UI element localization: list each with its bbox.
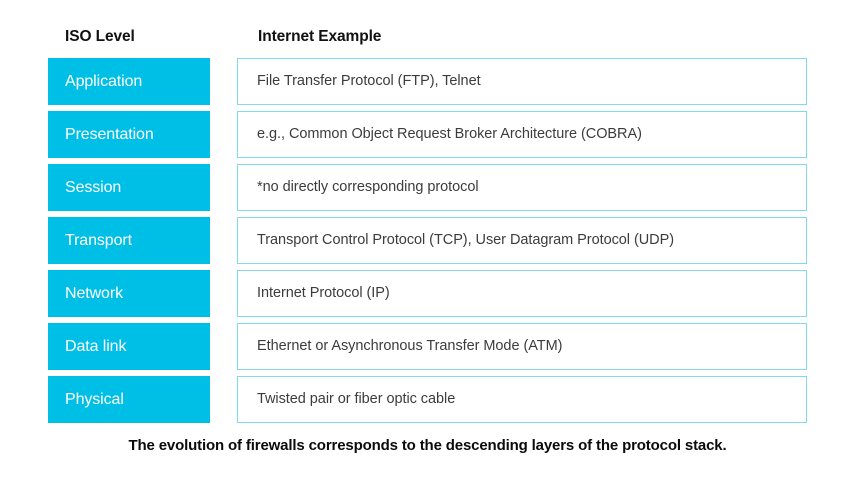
example-label: Internet Protocol (IP) — [257, 285, 390, 302]
layer-label: Data link — [65, 337, 127, 355]
example-label: e.g., Common Object Request Broker Archi… — [257, 126, 642, 143]
layer-label: Transport — [65, 231, 132, 249]
example-box-physical[interactable]: Twisted pair or fiber optic cable — [237, 376, 807, 423]
example-box-network[interactable]: Internet Protocol (IP) — [237, 270, 807, 317]
layer-box-application[interactable]: Application — [48, 58, 210, 105]
layer-box-session[interactable]: Session — [48, 164, 210, 211]
layer-label: Presentation — [65, 125, 154, 143]
layer-box-network[interactable]: Network — [48, 270, 210, 317]
layer-label: Physical — [65, 390, 124, 408]
table-row: Physical Twisted pair or fiber optic cab… — [0, 376, 868, 423]
diagram-caption: The evolution of firewalls corresponds t… — [128, 437, 727, 454]
example-label: *no directly corresponding protocol — [257, 179, 479, 196]
example-label: Transport Control Protocol (TCP), User D… — [257, 232, 674, 249]
layer-label: Session — [65, 178, 122, 196]
layer-box-data-link[interactable]: Data link — [48, 323, 210, 370]
table-row: Application File Transfer Protocol (FTP)… — [0, 58, 868, 105]
example-label: Twisted pair or fiber optic cable — [257, 391, 456, 408]
example-box-presentation[interactable]: e.g., Common Object Request Broker Archi… — [237, 111, 807, 158]
example-label: File Transfer Protocol (FTP), Telnet — [257, 73, 481, 90]
table-row: Data link Ethernet or Asynchronous Trans… — [0, 323, 868, 370]
table-row: Network Internet Protocol (IP) — [0, 270, 868, 317]
column-headers: ISO Level Internet Example — [0, 28, 868, 52]
layer-label: Application — [65, 72, 143, 90]
example-box-data-link[interactable]: Ethernet or Asynchronous Transfer Mode (… — [237, 323, 807, 370]
column-header-iso-level: ISO Level — [65, 28, 135, 45]
layer-box-physical[interactable]: Physical — [48, 376, 210, 423]
layer-box-presentation[interactable]: Presentation — [48, 111, 210, 158]
layer-rows: Application File Transfer Protocol (FTP)… — [0, 58, 868, 423]
layer-label: Network — [65, 284, 123, 302]
column-header-internet-example: Internet Example — [258, 28, 382, 45]
table-row: Session *no directly corresponding proto… — [0, 164, 868, 211]
example-box-transport[interactable]: Transport Control Protocol (TCP), User D… — [237, 217, 807, 264]
table-row: Transport Transport Control Protocol (TC… — [0, 217, 868, 264]
example-box-application[interactable]: File Transfer Protocol (FTP), Telnet — [237, 58, 807, 105]
layer-box-transport[interactable]: Transport — [48, 217, 210, 264]
example-box-session[interactable]: *no directly corresponding protocol — [237, 164, 807, 211]
example-label: Ethernet or Asynchronous Transfer Mode (… — [257, 338, 563, 355]
table-row: Presentation e.g., Common Object Request… — [0, 111, 868, 158]
